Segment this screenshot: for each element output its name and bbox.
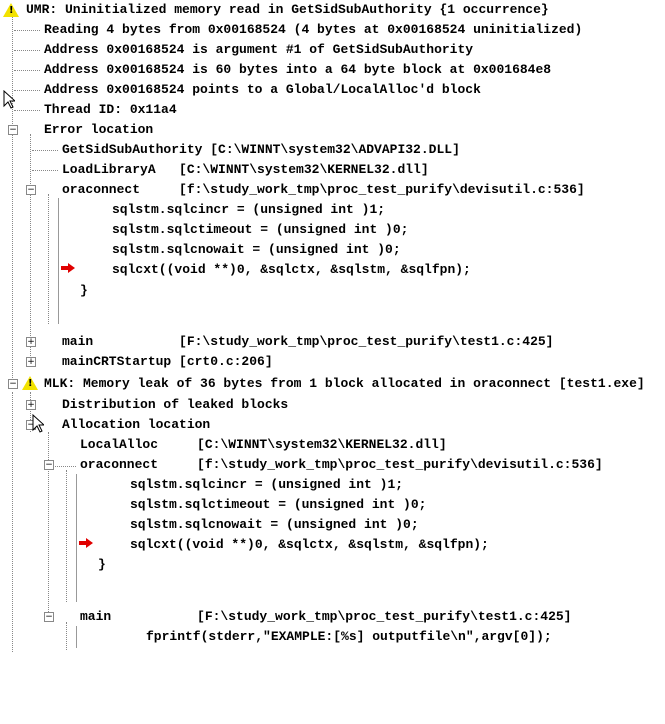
stack-frame[interactable]: mainCRTStartup [crt0.c:206] [62, 354, 273, 369]
source-line: sqlstm.sqlcnowait = (unsigned int )0; [130, 517, 419, 532]
tree-line [48, 194, 49, 324]
umr-error-title[interactable]: UMR: Uninitialized memory read in GetSid… [26, 2, 549, 17]
mlk-error-title[interactable]: MLK: Memory leak of 36 bytes from 1 bloc… [44, 376, 645, 391]
expand-icon[interactable]: + [26, 400, 36, 410]
tree-line [76, 474, 77, 602]
tree-line [66, 622, 67, 650]
tree-line [12, 14, 13, 384]
collapse-icon[interactable]: − [8, 379, 18, 389]
stack-frame[interactable]: LoadLibraryA [C:\WINNT\system32\KERNEL32… [62, 162, 429, 177]
source-line: fprintf(stderr,"EXAMPLE:[%s] outputfile\… [146, 629, 552, 644]
current-line-arrow-icon [79, 538, 93, 548]
mouse-cursor-icon [32, 414, 44, 433]
distribution-node[interactable]: Distribution of leaked blocks [62, 397, 289, 412]
warning-icon: ! [22, 376, 38, 390]
source-line: sqlstm.sqlctimeout = (unsigned int )0; [130, 497, 427, 512]
tree-line [58, 198, 59, 324]
stack-frame[interactable]: oraconnect [f:\study_work_tmp\proc_test_… [62, 182, 585, 197]
mouse-cursor-icon [3, 90, 15, 109]
tree-line [12, 392, 13, 652]
source-line: sqlstm.sqlcnowait = (unsigned int )0; [112, 242, 401, 257]
source-line: } [80, 283, 88, 298]
stack-frame[interactable]: main [F:\study_work_tmp\proc_test_purify… [80, 609, 572, 624]
tree-line [30, 134, 31, 364]
collapse-icon[interactable]: − [26, 185, 36, 195]
stack-frame[interactable]: main [F:\study_work_tmp\proc_test_purify… [62, 334, 554, 349]
tree-line [30, 392, 31, 432]
umr-detail[interactable]: Thread ID: 0x11a4 [44, 102, 177, 117]
source-line: sqlstm.sqlcincr = (unsigned int )1; [130, 477, 404, 492]
umr-detail[interactable]: Reading 4 bytes from 0x00168524 (4 bytes… [44, 22, 583, 37]
tree-line [14, 110, 40, 111]
collapse-icon[interactable]: − [8, 125, 18, 135]
allocation-location-node[interactable]: Allocation location [62, 417, 211, 432]
tree-line [76, 626, 77, 648]
umr-detail[interactable]: Address 0x00168524 is 60 bytes into a 64… [44, 62, 552, 77]
tree-line [48, 432, 49, 622]
tree-line [14, 90, 40, 91]
source-line: sqlstm.sqlcincr = (unsigned int )1; [112, 202, 386, 217]
expand-icon[interactable]: + [26, 357, 36, 367]
tree-line [32, 170, 58, 171]
umr-detail[interactable]: Address 0x00168524 is argument #1 of Get… [44, 42, 474, 57]
current-line-arrow-icon [61, 263, 75, 273]
source-line: } [98, 557, 106, 572]
collapse-icon[interactable]: − [44, 460, 54, 470]
stack-frame[interactable]: oraconnect [f:\study_work_tmp\proc_test_… [80, 457, 603, 472]
tree-line [32, 150, 58, 151]
error-location-node[interactable]: Error location [44, 122, 154, 137]
stack-frame[interactable]: GetSidSubAuthority [C:\WINNT\system32\AD… [62, 142, 460, 157]
source-line: sqlcxt((void **)0, &sqlctx, &sqlstm, &sq… [130, 537, 489, 552]
stack-frame[interactable]: LocalAlloc [C:\WINNT\system32\KERNEL32.d… [80, 437, 447, 452]
tree-line [14, 50, 40, 51]
collapse-icon[interactable]: − [44, 612, 54, 622]
umr-detail[interactable]: Address 0x00168524 points to a Global/Lo… [44, 82, 481, 97]
expand-icon[interactable]: + [26, 337, 36, 347]
tree-line [14, 70, 40, 71]
source-line: sqlcxt((void **)0, &sqlctx, &sqlstm, &sq… [112, 262, 471, 277]
tree-line [14, 30, 40, 31]
tree-line [66, 470, 67, 602]
warning-icon: ! [3, 3, 19, 17]
tree-line [50, 466, 76, 467]
source-line: sqlstm.sqlctimeout = (unsigned int )0; [112, 222, 409, 237]
